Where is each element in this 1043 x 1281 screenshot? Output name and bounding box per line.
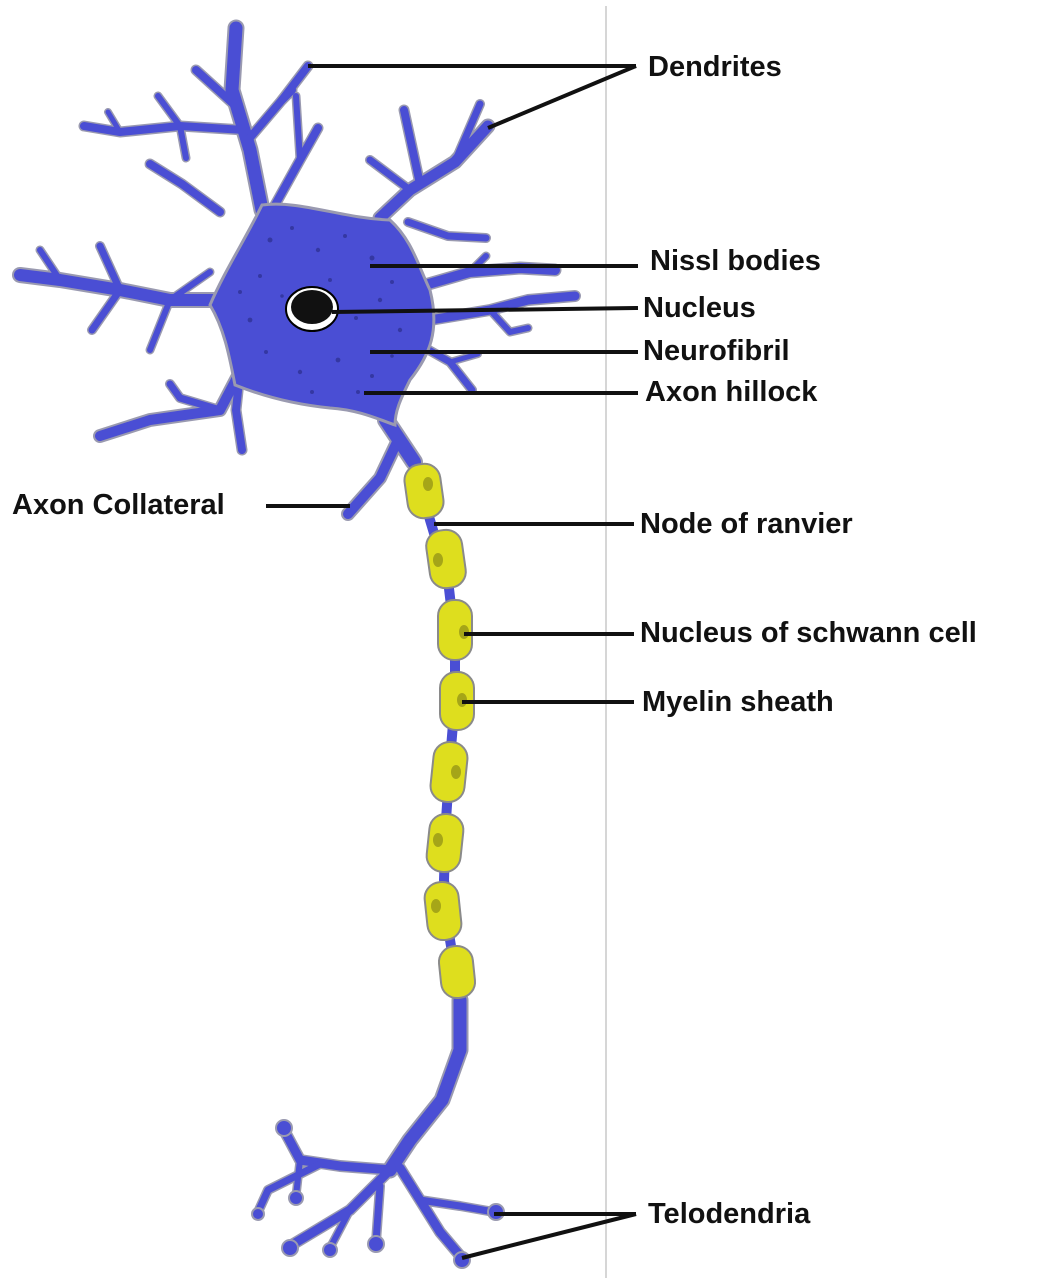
label-nissl-bodies: Nissl bodies: [650, 247, 821, 276]
label-axon-hillock: Axon hillock: [645, 378, 817, 407]
label-myelin-sheath: Myelin sheath: [642, 688, 834, 717]
leader-dendrites-2: [488, 66, 636, 128]
label-axon-collateral: Axon Collateral: [12, 491, 225, 520]
myelin-segments: [402, 462, 476, 1000]
label-nucleus-of-schwann-cell: Nucleus of schwann cell: [640, 619, 977, 648]
myelin-sheath: [402, 462, 476, 1000]
leader-telodendria-2: [462, 1214, 636, 1258]
label-node-of-ranvier: Node of ranvier: [640, 510, 853, 539]
label-dendrites: Dendrites: [648, 53, 782, 82]
nucleolus: [291, 290, 333, 324]
label-telodendria: Telodendria: [648, 1200, 810, 1229]
label-nucleus: Nucleus: [643, 294, 756, 323]
label-neurofibril: Neurofibril: [643, 337, 790, 366]
